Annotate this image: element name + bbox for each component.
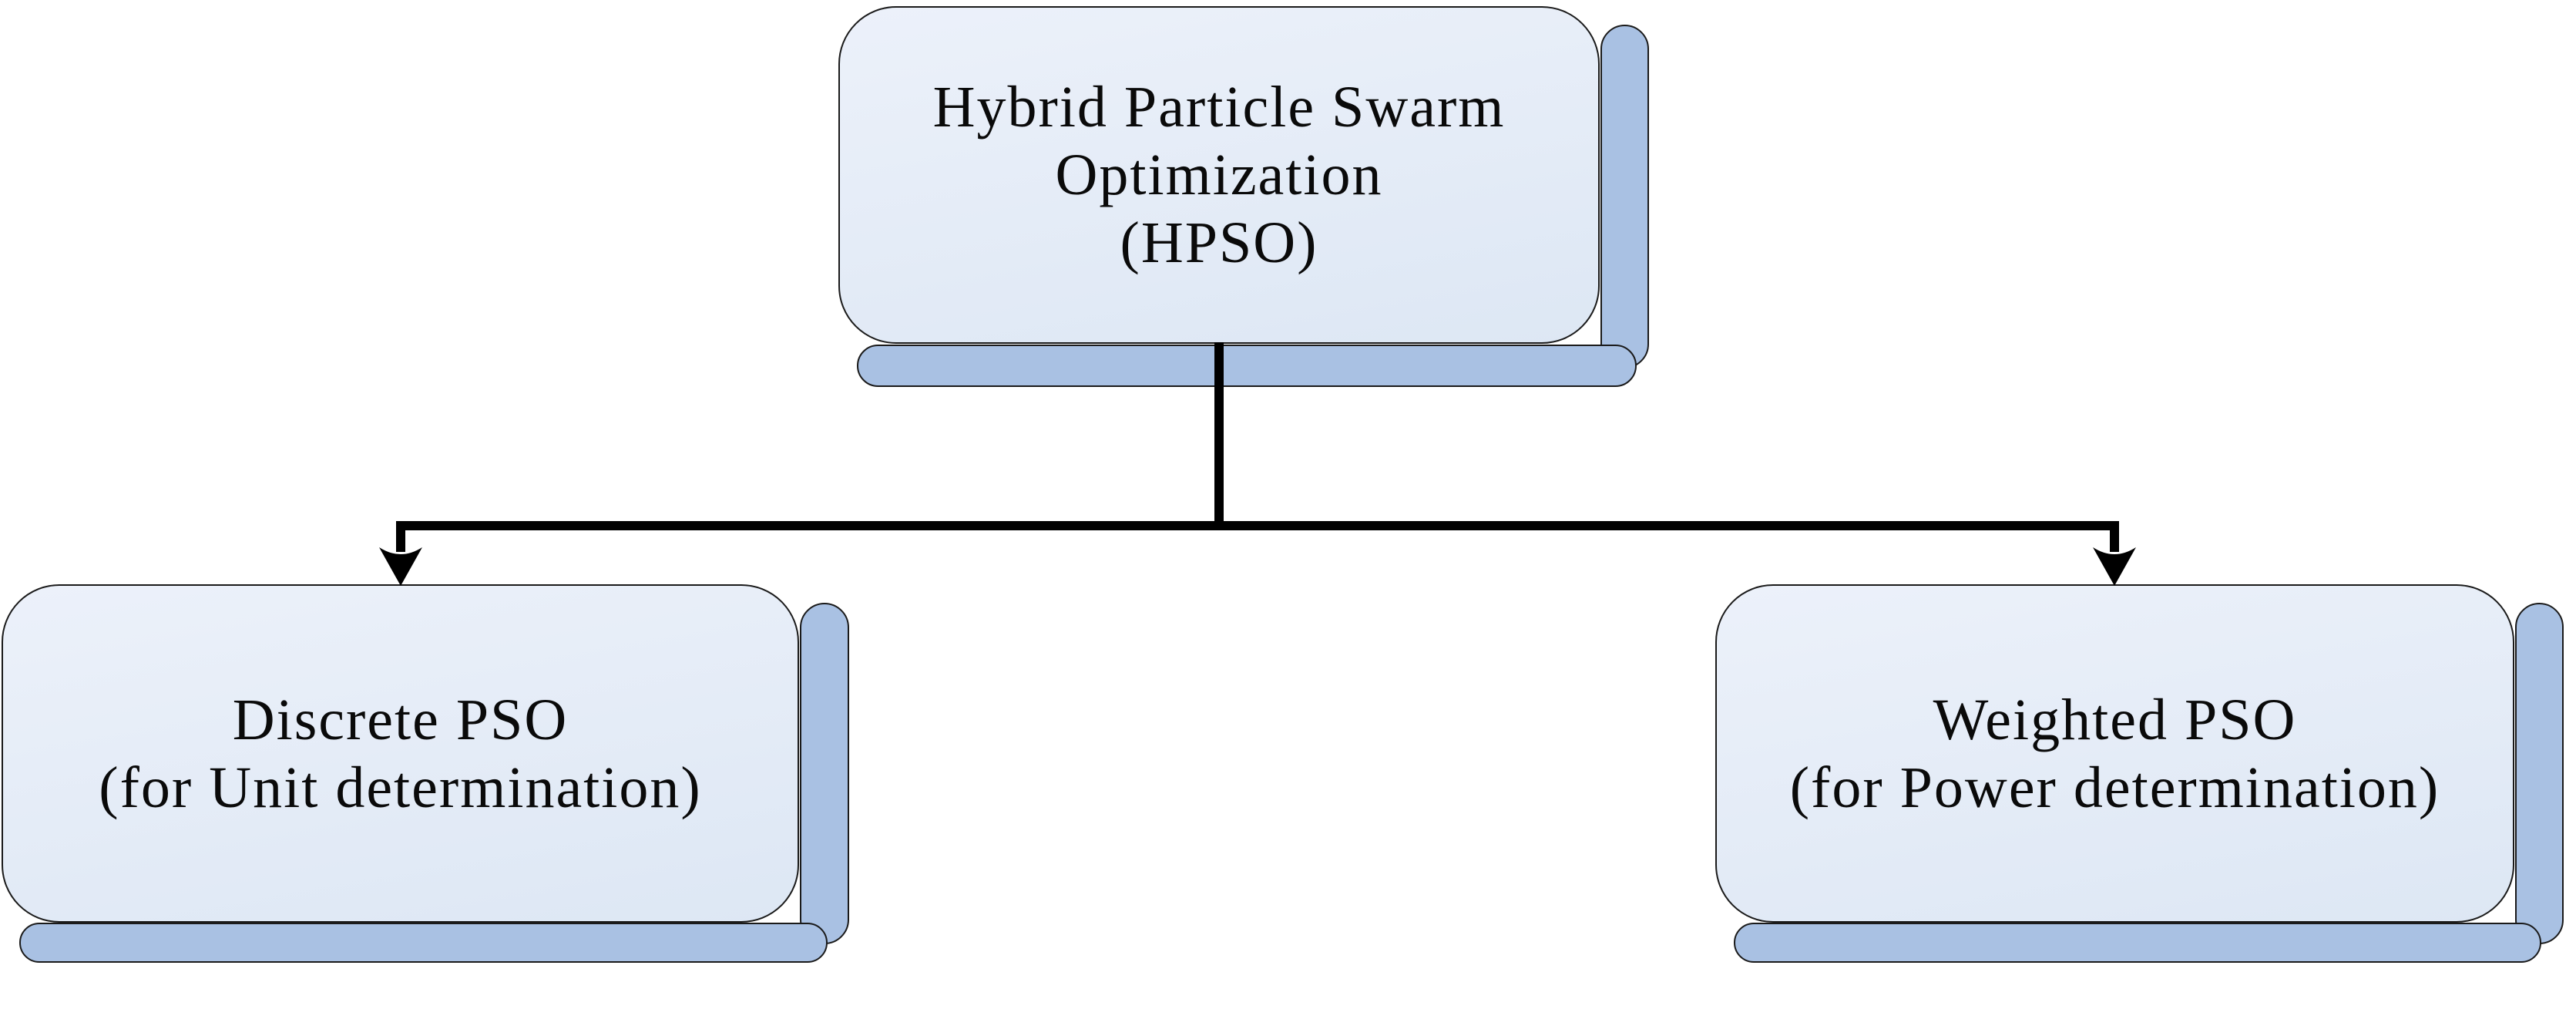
node-hpso-shadow-right	[1600, 25, 1649, 368]
node-hpso-line-1: Hybrid Particle Swarm	[932, 75, 1506, 140]
node-hpso-shadow-bottom	[857, 345, 1637, 387]
node-weighted-pso-box: Weighted PSO (for Power determination)	[1715, 584, 2514, 923]
node-discrete-pso-shadow-right	[800, 603, 849, 944]
arrowhead-weighted	[2093, 547, 2136, 586]
node-hpso-box: Hybrid Particle Swarm Optimization (HPSO…	[838, 6, 1600, 344]
arrowhead-discrete	[379, 547, 422, 586]
node-discrete-pso-line-1: Discrete PSO	[232, 687, 569, 752]
node-weighted-pso-line-1: Weighted PSO	[1933, 687, 2297, 752]
node-weighted-pso-shadow-bottom	[1734, 923, 2541, 963]
node-weighted-pso-line-2: (for Power determination)	[1789, 755, 2440, 820]
node-discrete-pso-line-2: (for Unit determination)	[99, 755, 702, 820]
node-hpso-line-3: (HPSO)	[1120, 210, 1318, 275]
node-discrete-pso-shadow-bottom	[19, 923, 828, 963]
node-weighted-pso-shadow-right	[2515, 603, 2564, 944]
node-discrete-pso-box: Discrete PSO (for Unit determination)	[2, 584, 799, 923]
node-hpso-line-2: Optimization	[1055, 143, 1383, 207]
